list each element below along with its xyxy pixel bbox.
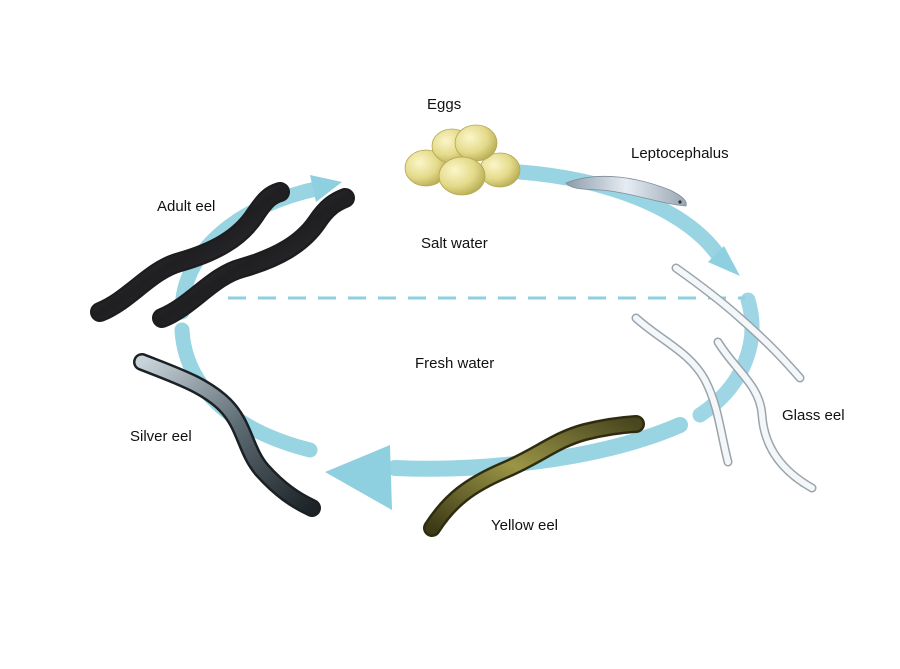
glass-eel-icon <box>631 263 817 493</box>
label-fresh-water: Fresh water <box>415 355 495 372</box>
label-glass-eel: Glass eel <box>782 407 845 424</box>
leptocephalus-icon <box>565 175 687 207</box>
label-salt-water: Salt water <box>421 235 488 252</box>
arrowhead-to-silver-eel <box>325 445 392 510</box>
label-eggs: Eggs <box>427 96 462 113</box>
cycle-arrowheads <box>310 175 740 510</box>
arrowhead-to-eggs <box>310 175 342 202</box>
label-yellow-eel: Yellow eel <box>491 517 558 534</box>
label-leptocephalus: Leptocephalus <box>631 145 729 162</box>
arrowhead-to-glass-eel <box>708 246 740 276</box>
cycle-ring <box>174 164 760 477</box>
silver-eel-icon <box>133 353 321 517</box>
eggs-cluster-icon <box>404 124 521 196</box>
label-silver-eel: Silver eel <box>130 428 192 445</box>
yellow-eel-icon <box>423 415 645 537</box>
label-adult-eel: Adult eel <box>157 198 216 215</box>
adult-eel-icon <box>90 182 355 328</box>
